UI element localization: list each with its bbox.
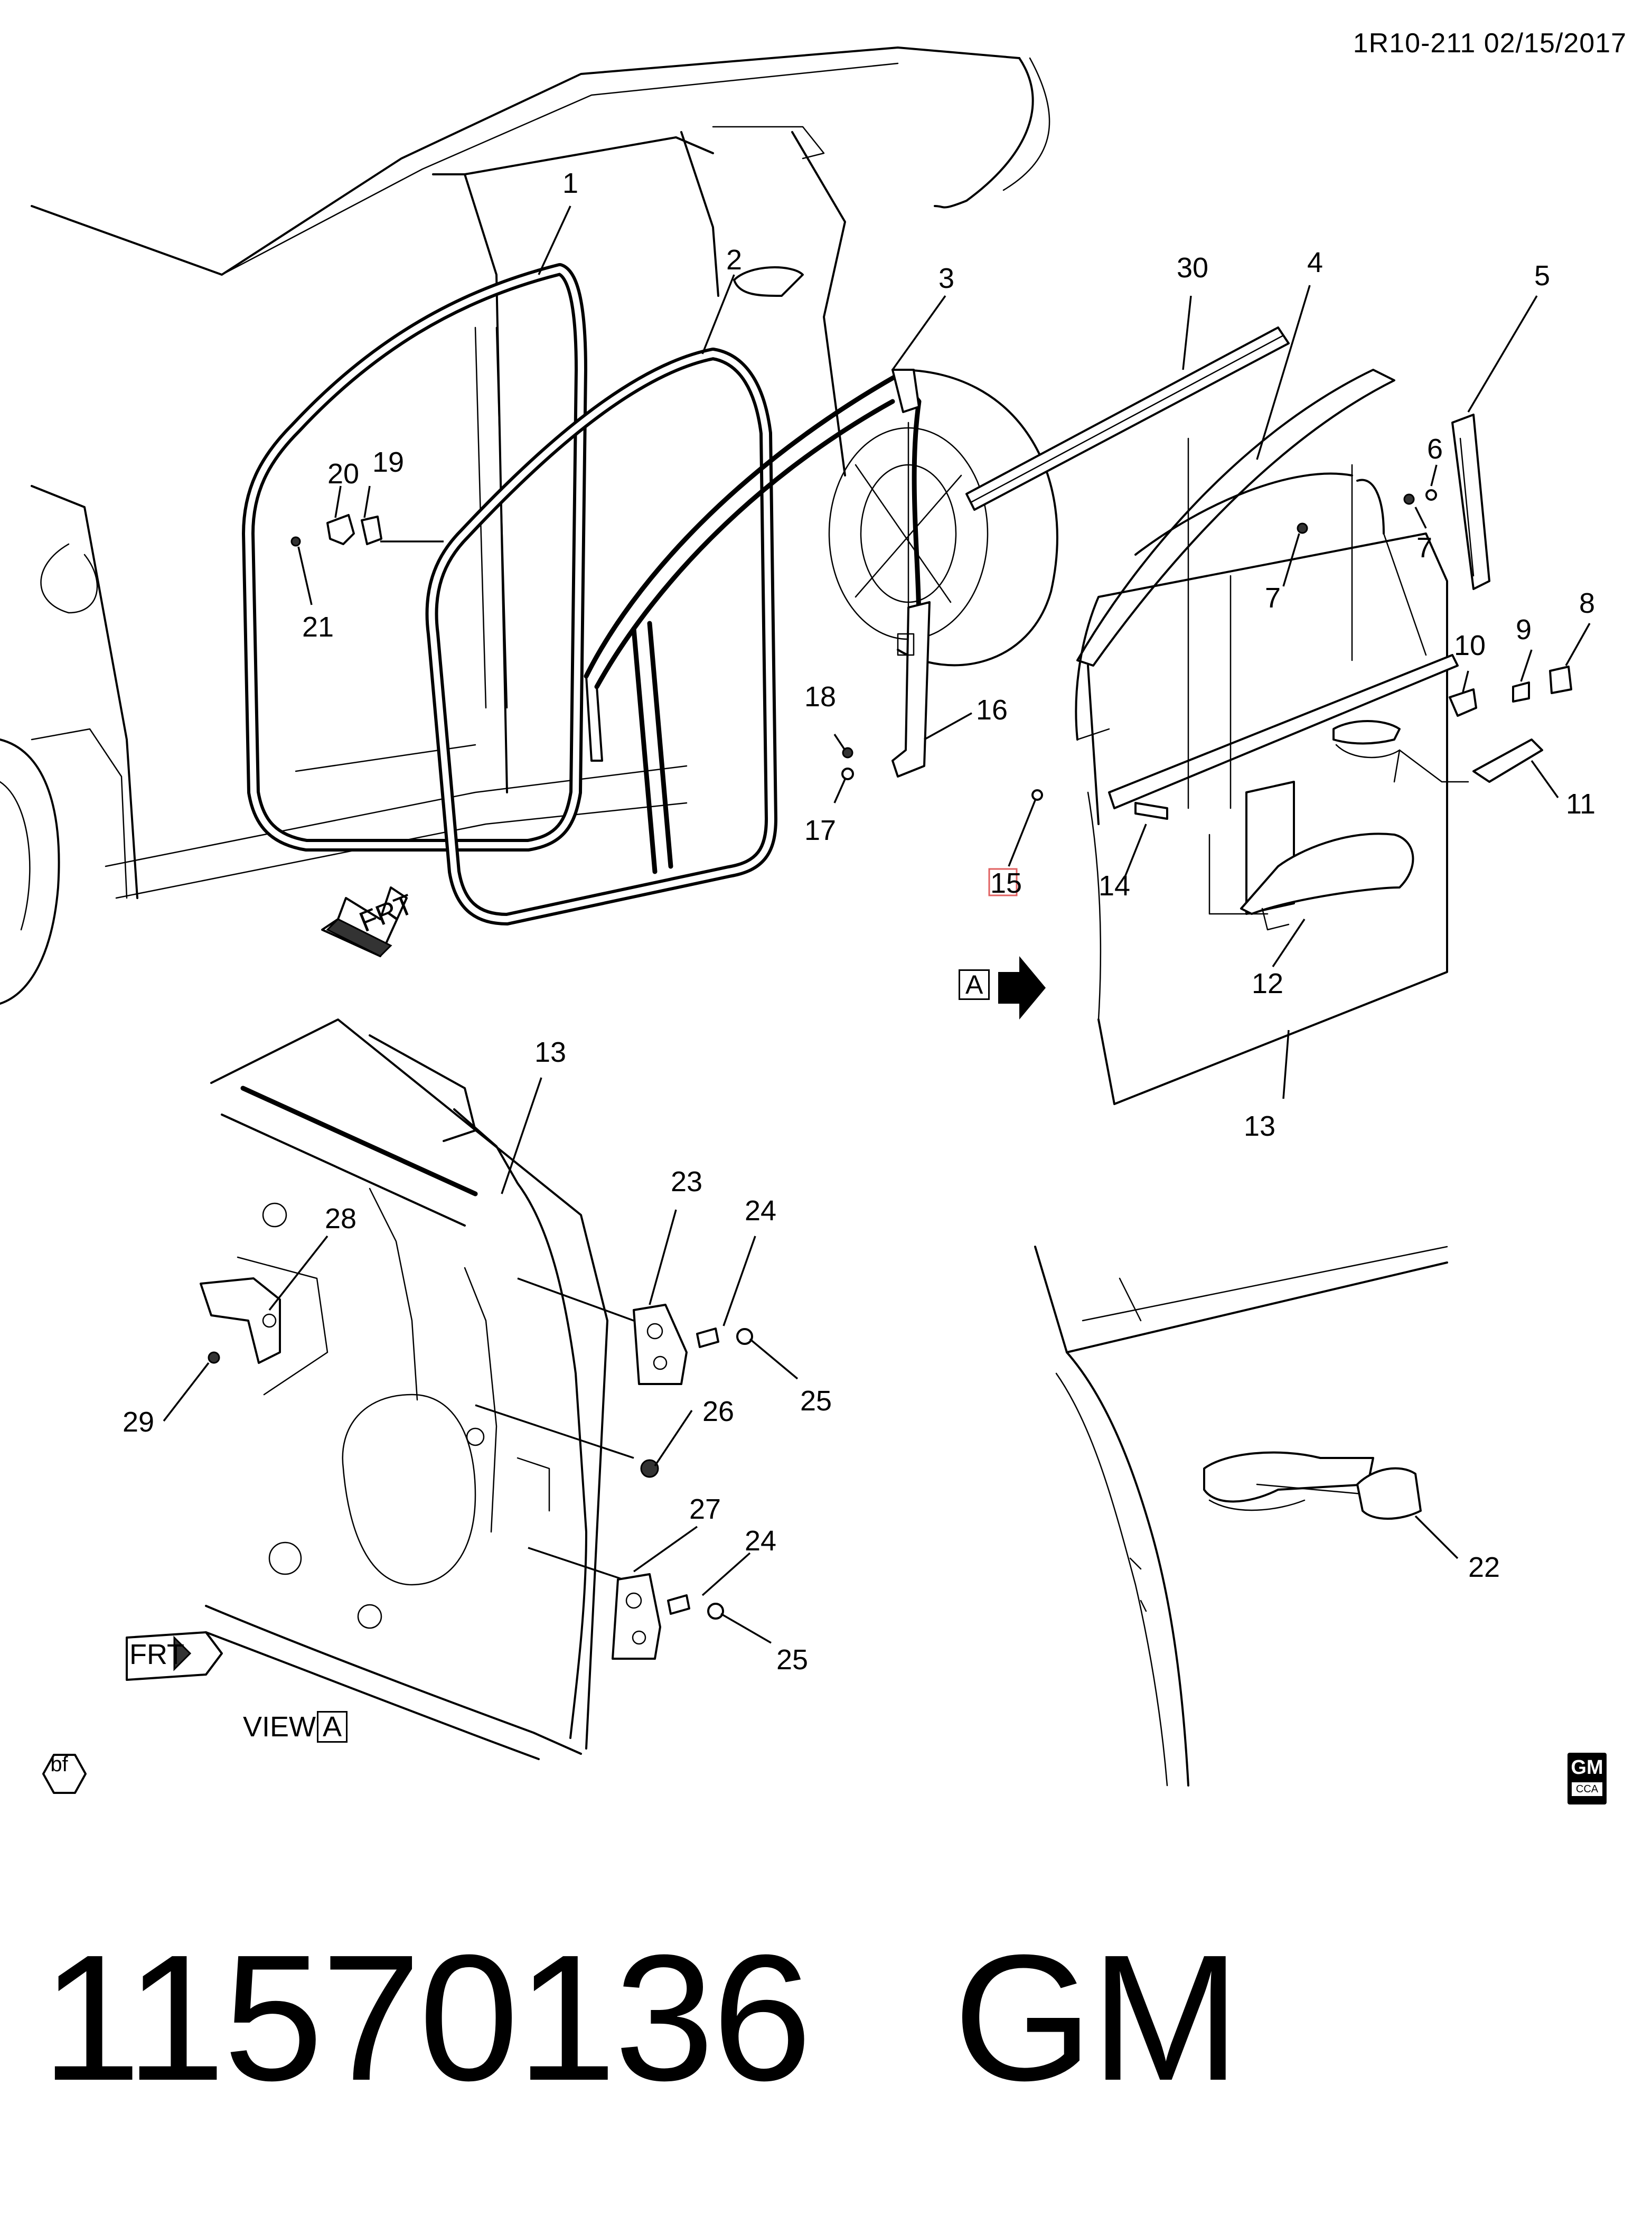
part-3-window-channel: [584, 369, 922, 874]
fasteners-6-7: [1031, 489, 1437, 801]
part-number-footer: 11570136 GM: [41, 1918, 1241, 2118]
part-2-door-weatherstrip: [425, 348, 777, 925]
view-a-pointer-arrow: [998, 956, 1046, 1020]
callout-13-view: 13: [534, 1036, 566, 1068]
callout-21: 21: [302, 611, 334, 643]
callout-15: 15: [990, 867, 1022, 899]
callout-30: 30: [1177, 252, 1208, 284]
striker-parts-19-20-21: [290, 514, 444, 547]
callout-13-door: 13: [1244, 1110, 1275, 1142]
view-a-door-inner: [205, 1018, 634, 1760]
callout-18: 18: [804, 681, 836, 713]
view-text: VIEW: [243, 1711, 316, 1743]
callout-8: 8: [1579, 587, 1595, 619]
callout-20: 20: [327, 458, 359, 490]
callout-24-upper: 24: [745, 1195, 776, 1227]
bf-badge-hexagon: [42, 1754, 87, 1794]
callout-23: 23: [671, 1166, 702, 1198]
part-5-pillar-applique: [1451, 414, 1490, 590]
front-door-assembly: [1075, 369, 1469, 1105]
callout-9: 9: [1516, 614, 1532, 646]
gm-logo-badge: GM CCA: [1567, 1753, 1607, 1804]
callout-26: 26: [702, 1396, 734, 1427]
callout-28: 28: [325, 1203, 356, 1235]
door-hinges: [612, 1304, 753, 1660]
callout-15-highlight: [988, 868, 1018, 896]
fastener-17-18: [841, 747, 854, 780]
callout-5: 5: [1534, 260, 1550, 292]
callout-6: 6: [1427, 433, 1443, 465]
callout-11: 11: [1566, 788, 1595, 820]
frt-arrow-bottom: [126, 1631, 223, 1681]
door-check-link: [200, 1277, 281, 1364]
gm-logo-text: GM: [1571, 1756, 1603, 1779]
callout-2: 2: [726, 244, 742, 276]
callout-leaders: [163, 205, 1591, 1644]
callout-10: 10: [1454, 630, 1486, 661]
cca-text: CCA: [1572, 1782, 1602, 1796]
part-16-channel-bracket: [891, 601, 931, 778]
callout-29: 29: [123, 1406, 154, 1438]
callout-7-right: 7: [1416, 532, 1432, 564]
part-12-outside-mirror: [1240, 781, 1414, 931]
part-1-body-weatherstrip: [242, 263, 587, 852]
frt-arrow-top: [321, 886, 408, 957]
callout-25-upper: 25: [800, 1385, 832, 1417]
callout-7-left: 7: [1265, 582, 1281, 614]
callout-17: 17: [804, 815, 836, 846]
callout-14: 14: [1099, 870, 1130, 902]
door-handle-parts-8-11: [1332, 666, 1572, 783]
part-30-belt-molding: [965, 326, 1290, 511]
bf-badge-text: bf: [50, 1753, 68, 1776]
outside-handle-detail: [1034, 1246, 1448, 1787]
callout-4: 4: [1307, 247, 1323, 278]
callout-16: 16: [976, 694, 1008, 726]
view-a-reference: A: [959, 969, 990, 1000]
callout-24-lower: 24: [745, 1525, 776, 1557]
vehicle-body-outline: [0, 46, 1058, 1005]
callout-19: 19: [372, 446, 404, 478]
callout-12: 12: [1252, 968, 1283, 999]
callout-3: 3: [938, 263, 954, 294]
callout-27: 27: [689, 1493, 721, 1525]
callout-22: 22: [1468, 1551, 1500, 1583]
view-ref-box: A: [317, 1711, 348, 1743]
callout-1: 1: [562, 167, 578, 199]
callout-25-lower: 25: [776, 1644, 808, 1676]
drawing-id: 1R10-211 02/15/2017: [1353, 28, 1627, 59]
frt-label-bottom: FRT: [129, 1639, 184, 1670]
